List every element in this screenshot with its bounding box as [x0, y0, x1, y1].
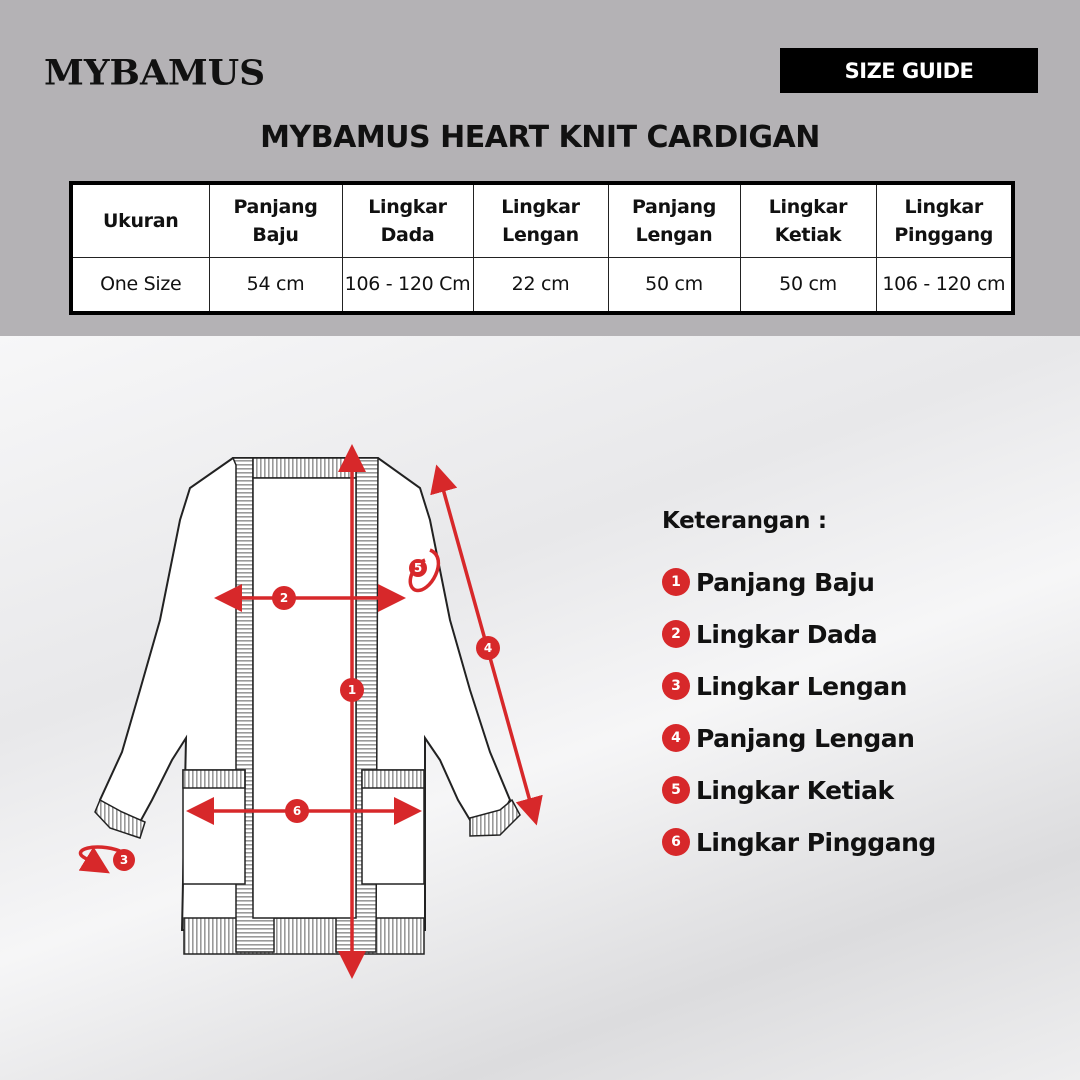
legend-label: Lingkar Dada — [696, 619, 878, 649]
legend-label: Panjang Baju — [696, 567, 875, 597]
cell-ukuran: One Size — [70, 256, 210, 314]
legend-label: Lingkar Lengan — [696, 671, 907, 701]
svg-text:6: 6 — [293, 804, 301, 818]
legend: Keterangan : 1 Panjang Baju 2 Lingkar Da… — [662, 508, 936, 868]
brand-logo: MYBAMUS — [44, 53, 266, 93]
svg-text:2: 2 — [280, 591, 288, 605]
legend-item: 5 Lingkar Ketiak — [662, 764, 936, 816]
page-title: MYBAMUS HEART KNIT CARDIGAN — [260, 120, 820, 155]
legend-item: 3 Lingkar Lengan — [662, 660, 936, 712]
cell-lingkar-pinggang: 106 - 120 cm — [875, 256, 1014, 314]
number-badge-icon: 5 — [662, 776, 690, 804]
size-guide-badge: SIZE GUIDE — [780, 48, 1038, 93]
arrow-lingkar-lengan — [78, 845, 121, 874]
number-badge-icon: 6 — [662, 828, 690, 856]
svg-text:3: 3 — [120, 853, 128, 867]
number-badge-icon: 3 — [662, 672, 690, 700]
marker-1 — [340, 678, 364, 702]
cell-panjang-baju: 54 cm — [208, 256, 343, 314]
svg-text:5: 5 — [414, 561, 422, 575]
collar — [252, 457, 357, 479]
table-row: One Size 54 cm 106 - 120 Cm 22 cm 50 cm … — [70, 256, 1014, 314]
cell-panjang-lengan: 50 cm — [607, 256, 741, 314]
cell-lingkar-dada: 106 - 120 Cm — [341, 256, 474, 314]
legend-label: Lingkar Ketiak — [696, 775, 894, 805]
legend-label: Panjang Lengan — [696, 723, 915, 753]
hem-band — [183, 917, 425, 955]
number-badge-icon: 1 — [662, 568, 690, 596]
legend-item: 1 Panjang Baju — [662, 556, 936, 608]
legend-item: 4 Panjang Lengan — [662, 712, 936, 764]
cardigan-diagram: 1 2 3 4 5 6 — [78, 444, 543, 979]
marker-2 — [272, 586, 296, 610]
number-badge-icon: 4 — [662, 724, 690, 752]
legend-label: Lingkar Pinggang — [696, 827, 936, 857]
column-header-ukuran: Ukuran — [70, 182, 210, 258]
legend-item: 2 Lingkar Dada — [662, 608, 936, 660]
legend-title: Keterangan : — [662, 508, 827, 534]
svg-text:1: 1 — [348, 683, 356, 697]
marker-6 — [285, 799, 309, 823]
number-badge-icon: 2 — [662, 620, 690, 648]
marker-3 — [113, 849, 135, 871]
marker-5 — [409, 559, 427, 577]
header-band: MYBAMUS SIZE GUIDE MYBAMUS HEART KNIT CA… — [0, 0, 1080, 336]
cell-lingkar-lengan: 22 cm — [472, 256, 609, 314]
legend-item: 6 Lingkar Pinggang — [662, 816, 936, 868]
marker-4 — [476, 636, 500, 660]
left-cuff — [94, 798, 146, 839]
svg-text:4: 4 — [484, 641, 492, 655]
cell-lingkar-ketiak: 50 cm — [739, 256, 877, 314]
